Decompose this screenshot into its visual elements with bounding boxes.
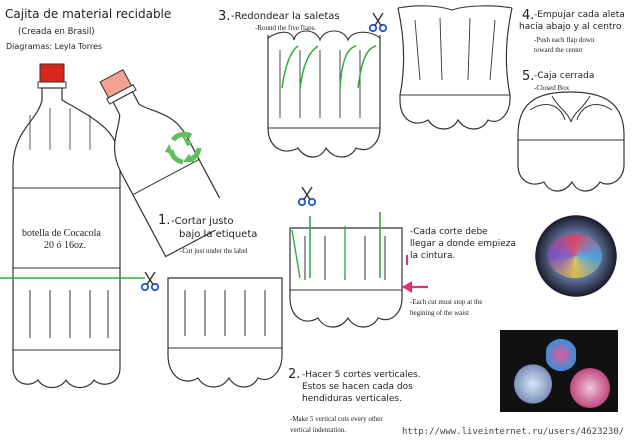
step2-number: 2. xyxy=(288,368,300,382)
note-en-line2: begining of the waist xyxy=(410,310,469,317)
step2-es-line2: Estos se hacen cada dos xyxy=(302,383,413,392)
note-en-line1: -Each cut must stop at the xyxy=(410,299,483,306)
note-es-line2: llegar a donde empieza xyxy=(410,240,516,249)
step4-es-line1: -Empujar cada aleta xyxy=(534,11,625,20)
arrow-left-icon xyxy=(402,281,428,293)
bottle-vertical-cuts xyxy=(290,212,402,327)
step2-en-line1: -Make 5 vertical cuts every other xyxy=(290,416,383,423)
step4-en-line1: -Push each flap down xyxy=(534,37,594,44)
scissors-icon xyxy=(370,13,386,31)
note-es-line1: -Cada corte debe xyxy=(410,228,488,237)
step4-es-line2: hacia abajo y al centro xyxy=(519,23,621,32)
step5-en-line1: -Closed Box xyxy=(534,85,569,92)
page-title: Cajita de material recidable xyxy=(5,8,171,21)
step2-en-line2: vertical indentation. xyxy=(290,427,346,434)
step2-es-line1: -Hacer 5 cortes verticales. xyxy=(302,371,421,380)
step1-en-line1: -Cut just under the label xyxy=(180,248,248,255)
scissors-icon xyxy=(142,272,158,290)
bottle-label-line1: botella de Cocacola xyxy=(22,229,101,240)
bottle-flaps-pushed xyxy=(398,6,512,129)
bottle-label-line2: 20 ó 16oz. xyxy=(44,241,86,252)
bottle-base-cut xyxy=(168,278,282,387)
photo-finished-box xyxy=(528,212,624,300)
watermark-url: http://www.liveinternet.ru/users/4623230… xyxy=(402,428,624,437)
bottle-rounded-flaps xyxy=(268,31,380,157)
step3-es-line1: -Redondear la saletas xyxy=(231,12,340,23)
credit-line: Diagramas: Leyla Torres xyxy=(6,43,102,51)
step4-en-line2: toward the center xyxy=(534,47,583,54)
step1-number: 1. xyxy=(158,214,170,228)
step1-es-line1: -Cortar justo xyxy=(171,217,234,228)
closed-box xyxy=(518,92,624,191)
note-es-line3: la cintura. xyxy=(410,252,455,261)
step3-number: 3. xyxy=(218,10,230,24)
step5-number: 5. xyxy=(522,70,534,84)
step2-es-line3: hendiduras verticales. xyxy=(302,395,402,404)
scissors-icon xyxy=(299,187,315,205)
step3-en-line1: -Round the five flaps. xyxy=(255,25,316,32)
step1-es-line2: bajo la etiqueta xyxy=(179,230,257,241)
page-subtitle: (Creada en Brasil) xyxy=(18,28,95,37)
step4-number: 4. xyxy=(522,9,534,23)
step5-es-line1: -Caja cerrada xyxy=(534,72,594,81)
photo-boxes-group xyxy=(500,330,618,412)
